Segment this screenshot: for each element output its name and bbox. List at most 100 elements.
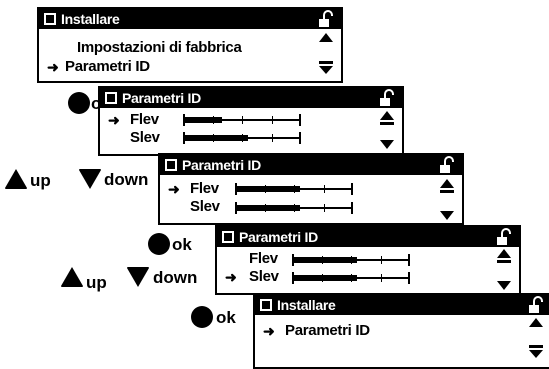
bar-fill [235, 205, 300, 211]
scroll-up-icon [380, 111, 394, 125]
screen-title: Parametri ID [182, 157, 261, 173]
right-arrow-icon: ➜ [225, 269, 237, 285]
param-flev[interactable]: Flev [249, 250, 278, 268]
bar-tick [272, 134, 273, 142]
param-label: Slev [190, 198, 220, 215]
bar-tick [272, 116, 273, 124]
bar-tick [213, 134, 214, 142]
unlocked-padlock-icon [497, 228, 511, 245]
bar-tick [381, 256, 382, 264]
bar-tick [265, 204, 266, 212]
param-flev[interactable]: Flev [190, 180, 219, 198]
unlocked-padlock-icon [440, 156, 454, 173]
screen-title: Parametri ID [122, 90, 201, 106]
bar-tick [381, 274, 382, 282]
title-bar: Installare [255, 295, 549, 315]
title-bar: Parametri ID [217, 227, 519, 247]
up-button[interactable] [4, 168, 28, 190]
bar-tick [265, 185, 266, 193]
bar-tick [351, 274, 352, 282]
screen-title: Parametri ID [239, 229, 318, 245]
bar-tick [351, 256, 352, 264]
bar-tick [242, 116, 243, 124]
ok-label: ok [216, 308, 236, 327]
screen-title: Installare [61, 11, 120, 27]
menu-item-parametri-id[interactable]: Parametri ID [65, 58, 150, 76]
screen-title: Installare [277, 297, 336, 313]
menu-item-impostazioni[interactable]: Impostazioni di fabbrica [77, 39, 242, 57]
bar-tick [299, 132, 301, 144]
bar-tick [408, 254, 410, 266]
flev-bar [235, 183, 353, 195]
screen-parametri-id-1: Parametri ID ➜ Flev Slev [98, 86, 404, 156]
right-arrow-icon: ➜ [263, 323, 275, 339]
bar-fill [292, 275, 357, 281]
bar-tick [183, 132, 185, 144]
param-flev[interactable]: Flev [130, 111, 159, 129]
down-button[interactable] [78, 168, 102, 190]
ok-button[interactable] [68, 92, 90, 114]
param-label: Flev [190, 180, 219, 197]
bar-tick [294, 204, 295, 212]
unlocked-padlock-icon [319, 10, 333, 27]
bar-tick [324, 204, 325, 212]
unlocked-padlock-icon [380, 89, 394, 106]
bar-fill [292, 257, 357, 263]
bar-tick [324, 185, 325, 193]
slev-bar [183, 132, 301, 144]
down-button[interactable] [126, 266, 150, 288]
bar-fill [183, 135, 248, 141]
param-slev[interactable]: Slev [130, 129, 160, 147]
scroll-down-icon [529, 345, 543, 358]
right-arrow-icon: ➜ [168, 181, 180, 197]
menu-box-icon [105, 92, 117, 104]
bar-tick [183, 114, 185, 126]
title-bar: Parametri ID [160, 155, 462, 175]
scroll-down-icon [440, 211, 454, 220]
bar-tick [299, 114, 301, 126]
flev-bar [292, 254, 410, 266]
menu-box-icon [44, 13, 56, 25]
param-slev[interactable]: Slev [249, 268, 279, 286]
scroll-up-icon [440, 179, 454, 193]
screen-installare-2: Installare ➜ Parametri ID [253, 293, 549, 369]
slev-bar [292, 272, 410, 284]
bar-tick [292, 254, 294, 266]
right-arrow-icon: ➜ [47, 59, 59, 75]
down-label: down [104, 170, 149, 189]
menu-item-label: Impostazioni di fabbrica [77, 39, 242, 56]
menu-box-icon [260, 299, 272, 311]
unlocked-padlock-icon [529, 296, 543, 313]
screen-parametri-id-3: Parametri ID Flev ➜ Slev [215, 225, 521, 295]
flev-bar [183, 114, 301, 126]
ok-label: ok [172, 235, 192, 254]
ok-button[interactable] [191, 306, 213, 328]
bar-tick [235, 202, 237, 214]
param-label: Slev [130, 129, 160, 146]
scroll-down-icon [497, 281, 511, 290]
bar-tick [408, 272, 410, 284]
bar-tick [322, 256, 323, 264]
menu-item-parametri-id[interactable]: Parametri ID [285, 322, 370, 340]
bar-tick [294, 185, 295, 193]
menu-item-label: Parametri ID [285, 322, 370, 339]
bar-tick [213, 116, 214, 124]
title-bar: Parametri ID [100, 88, 402, 108]
scroll-up-icon [497, 249, 511, 263]
bar-tick [351, 202, 353, 214]
menu-box-icon [222, 231, 234, 243]
param-label: Flev [130, 111, 159, 128]
scroll-up-icon [319, 33, 333, 42]
scroll-up-icon [529, 318, 543, 327]
bar-tick [322, 274, 323, 282]
param-slev[interactable]: Slev [190, 198, 220, 216]
up-button[interactable] [60, 266, 84, 288]
param-label: Slev [249, 268, 279, 285]
bar-tick [235, 183, 237, 195]
scroll-down-icon [380, 140, 394, 149]
ok-button[interactable] [148, 233, 170, 255]
bar-tick [292, 272, 294, 284]
bar-tick [242, 134, 243, 142]
slev-bar [235, 202, 353, 214]
menu-box-icon [165, 159, 177, 171]
